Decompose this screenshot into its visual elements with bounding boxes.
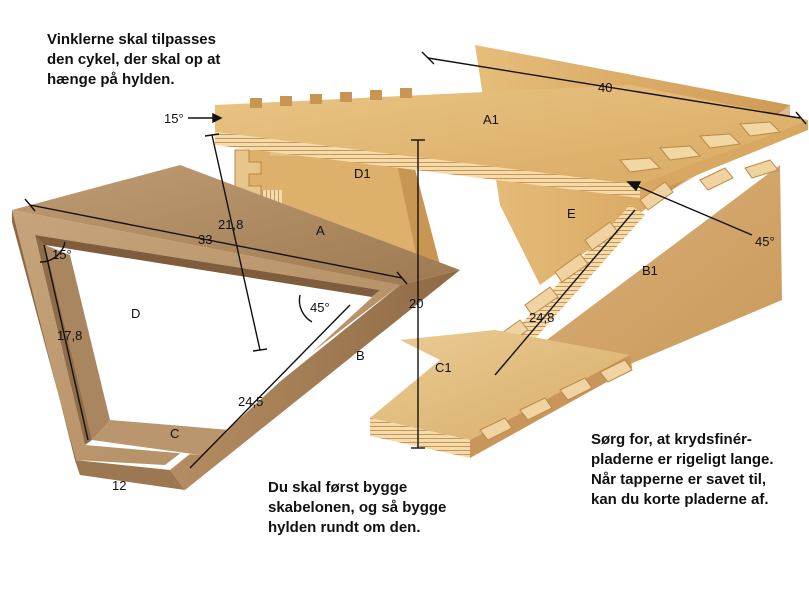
part-label-c1: C1 <box>435 360 452 375</box>
dimension-diagonal-panel: 24,8 <box>529 310 554 325</box>
part-label-b1: B1 <box>642 263 658 278</box>
part-label-d: D <box>131 306 140 321</box>
note-bottom-right-line-2: pladerne er rigeligt lange. <box>591 451 774 468</box>
dimension-jig-length: 33 <box>198 232 212 247</box>
dimension-base-width: 12 <box>112 478 126 493</box>
note-bottom-center: Du skal først bygge skabelonen, og så by… <box>268 478 446 538</box>
mdf-jig <box>12 165 460 490</box>
note-bottom-center-line-1: Du skal først bygge <box>268 479 408 496</box>
dimension-panel-height: 20 <box>409 296 423 311</box>
dimension-top-length: 40 <box>598 80 612 95</box>
panel-a1 <box>215 85 808 198</box>
note-top-left-line-2: den cykel, der skal op at <box>47 51 221 68</box>
part-label-c: C <box>170 426 179 441</box>
dimension-diagonal-jig: 24,5 <box>238 394 263 409</box>
note-bottom-right-line-3: Når tapperne er savet til, <box>591 471 767 488</box>
dimension-jig-height: 21,8 <box>218 217 243 232</box>
note-bottom-center-line-3: hylden rundt om den. <box>268 519 421 536</box>
note-bottom-center-line-2: skabelonen, og så bygge <box>268 499 447 516</box>
note-top-left-line-3: hænge på hylden. <box>47 71 175 88</box>
note-top-left-line-1: Vinklerne skal tilpasses <box>47 31 216 48</box>
part-label-a: A <box>316 223 325 238</box>
dimension-lines <box>24 51 807 469</box>
angle-label-top-left: 15° <box>164 111 184 126</box>
note-bottom-right: Sørg for, at krydsfinér- pladerne er rig… <box>591 430 774 510</box>
part-label-d1: D1 <box>354 166 371 181</box>
part-label-e: E <box>567 206 576 221</box>
panel-c1 <box>370 330 633 458</box>
part-label-b: B <box>356 348 365 363</box>
angle-label-jig-corner: 15° <box>52 247 72 262</box>
angle-label-right: 45° <box>755 234 775 249</box>
note-bottom-right-line-1: Sørg for, at krydsfinér- <box>591 431 752 448</box>
angle-label-jig-inner: 45° <box>310 300 330 315</box>
part-label-a1: A1 <box>483 112 499 127</box>
note-bottom-right-line-4: kan du korte pladerne af. <box>591 491 769 508</box>
dimension-side-height: 17,8 <box>57 328 82 343</box>
note-top-left: Vinklerne skal tilpasses den cykel, der … <box>47 30 220 90</box>
